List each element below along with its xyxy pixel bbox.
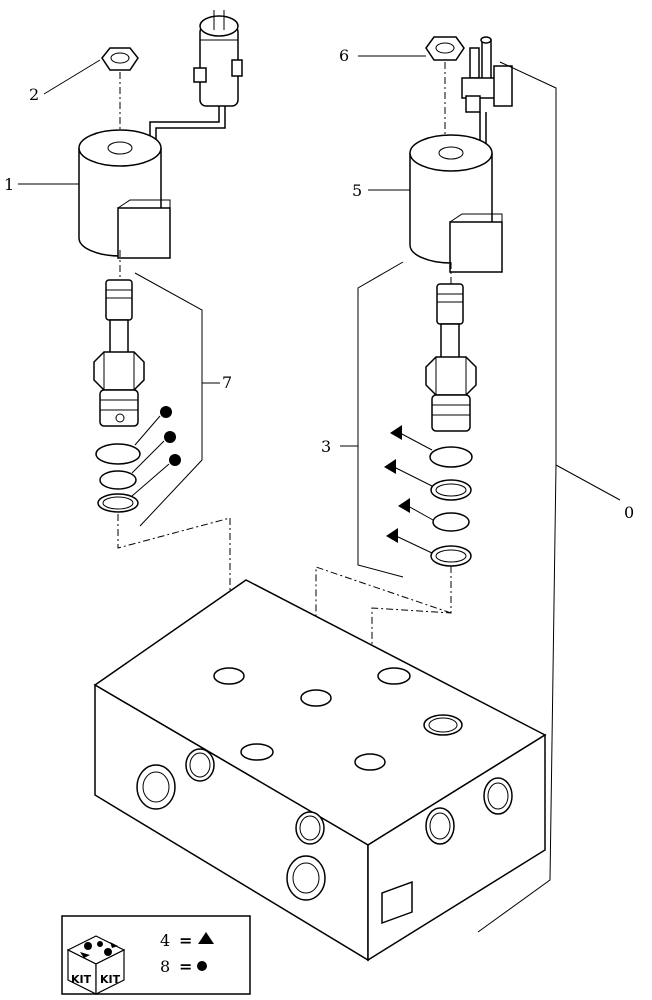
callout-1: 1 [4, 175, 14, 194]
bracket-7 [134, 272, 203, 527]
seal-set-left [95, 443, 141, 513]
manifold-block [93, 579, 547, 962]
coil-part-5 [409, 134, 503, 273]
bracket-3 [357, 261, 404, 578]
coil-part-1 [78, 129, 171, 259]
legend-dot-icon [197, 961, 207, 971]
switch-connector [461, 36, 513, 113]
callout-6: 6 [339, 46, 349, 65]
legend-row1-number: 4 [160, 931, 170, 950]
valve-cartridge-right [425, 283, 477, 432]
valve-cartridge-left [93, 279, 145, 427]
kit-legend: KIT KIT 4 = 8 = [61, 915, 251, 995]
electrical-connector [193, 10, 243, 107]
legend-row1-equals: = [179, 931, 192, 950]
kit-box-icon: KIT KIT [66, 935, 126, 995]
callout-7: 7 [222, 373, 232, 392]
nut-part-6 [425, 36, 465, 61]
left-assembly [78, 10, 243, 527]
right-assembly [340, 36, 513, 578]
callout-0: 0 [624, 503, 634, 522]
kit-4-marker-triangles [384, 425, 434, 554]
callout-2: 2 [29, 85, 39, 104]
leader-2 [43, 59, 101, 95]
kit-label-right: KIT [100, 973, 121, 986]
callout-3: 3 [321, 437, 331, 456]
kit-label-left: KIT [71, 973, 92, 986]
legend-row2-number: 8 [160, 957, 170, 976]
kit-8-marker-dots [131, 406, 181, 497]
callout-5: 5 [352, 181, 362, 200]
legend-triangle-icon [198, 932, 214, 944]
legend-row2-equals: = [179, 957, 192, 976]
nut-part-2 [101, 47, 139, 71]
seal-set-right [429, 446, 473, 567]
